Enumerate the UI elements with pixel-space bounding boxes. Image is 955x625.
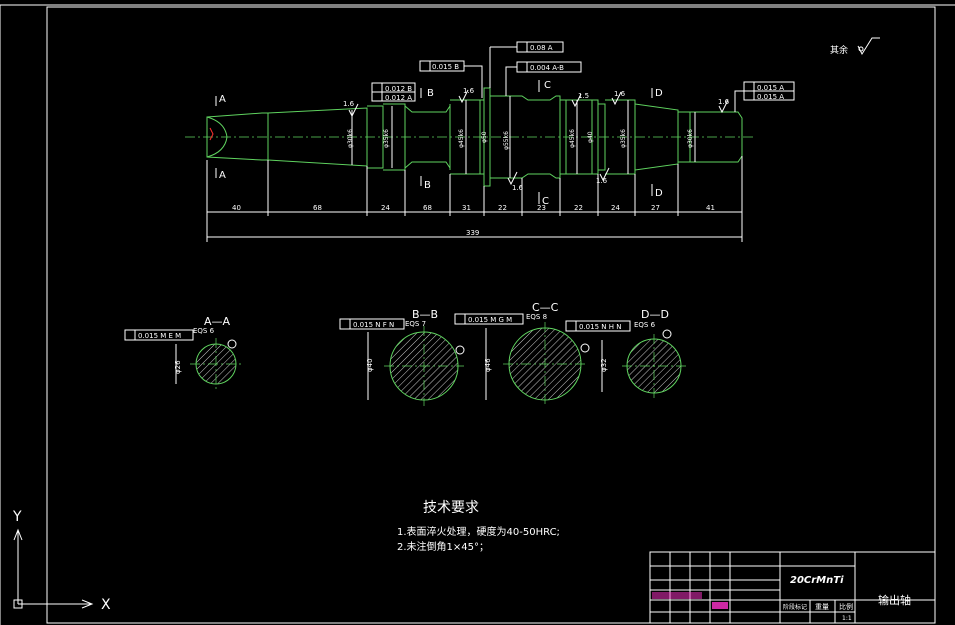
svg-text:φ35k6: φ35k6 bbox=[383, 129, 390, 148]
dimension-lines: 40 68 24 68 31 22 23 22 24 27 41 339 bbox=[206, 156, 743, 242]
svg-text:重量: 重量 bbox=[815, 603, 829, 611]
svg-text:φ45k6: φ45k6 bbox=[458, 129, 465, 148]
svg-text:φ55k6: φ55k6 bbox=[503, 131, 510, 150]
svg-text:1.6: 1.6 bbox=[596, 177, 608, 185]
shaft-main-view: A A B B C C D D φ30k6 φ35k6 φ45k6 φ50 φ5… bbox=[185, 41, 795, 242]
svg-text:22: 22 bbox=[574, 204, 583, 212]
section-mark-a-top: A bbox=[219, 94, 226, 105]
svg-text:27: 27 bbox=[651, 204, 660, 212]
tol-t3: 0.012 B bbox=[385, 85, 412, 93]
svg-text:24: 24 bbox=[381, 204, 390, 212]
svg-text:1:1: 1:1 bbox=[842, 615, 852, 622]
svg-text:0.015 N H N: 0.015 N H N bbox=[579, 323, 621, 331]
section-mark-d-bottom: D bbox=[655, 188, 663, 199]
roughness-note: 其余 bbox=[830, 37, 880, 56]
svg-text:1.6: 1.6 bbox=[512, 184, 524, 192]
svg-text:1.6: 1.6 bbox=[614, 90, 626, 98]
section-b-b: B—B 0.015 N F N EQS 7 φ40 bbox=[339, 308, 465, 406]
svg-text:φ30k6: φ30k6 bbox=[687, 129, 694, 148]
section-b-title: B—B bbox=[412, 308, 438, 321]
svg-text:φ40: φ40 bbox=[587, 131, 594, 143]
ucs-axis-icon: Y X bbox=[12, 509, 111, 613]
svg-text:φ46: φ46 bbox=[484, 358, 492, 372]
part-name: 输出轴 bbox=[878, 593, 911, 607]
svg-text:0.012 A: 0.012 A bbox=[385, 94, 412, 102]
svg-text:φ45k6: φ45k6 bbox=[569, 129, 576, 148]
svg-text:40: 40 bbox=[232, 204, 241, 212]
ucs-y-label: Y bbox=[12, 509, 22, 525]
technical-requirements: 技术要求 1.表面淬火处理，硬度为40-50HRC; 2.未注倒角1×45°； bbox=[397, 500, 560, 553]
requirement-2: 2.未注倒角1×45°； bbox=[397, 540, 489, 553]
svg-text:0.015 N F N: 0.015 N F N bbox=[353, 321, 394, 329]
tol-t1: 0.015 B bbox=[432, 63, 459, 71]
section-mark-b-top: B bbox=[427, 88, 434, 99]
svg-text:31: 31 bbox=[462, 204, 471, 212]
section-d-d: D—D 0.015 N H N EQS 6 φ32 bbox=[565, 308, 686, 398]
section-mark-b-bottom: B bbox=[424, 180, 431, 191]
section-mark-a-bottom: A bbox=[219, 170, 226, 181]
title-block: 20CrMnTi 输出轴 阶段标记 重量 比例 1:1 bbox=[649, 551, 936, 624]
svg-text:1.6: 1.6 bbox=[463, 87, 475, 95]
svg-text:EQS 6: EQS 6 bbox=[193, 327, 215, 335]
svg-text:阶段标记: 阶段标记 bbox=[783, 603, 807, 611]
requirements-title: 技术要求 bbox=[423, 500, 479, 516]
section-a-title: A—A bbox=[204, 315, 231, 328]
material-label: 20CrMnTi bbox=[790, 575, 844, 586]
svg-text:φ50: φ50 bbox=[481, 131, 488, 143]
svg-text:22: 22 bbox=[498, 204, 507, 212]
overall-length: 339 bbox=[466, 229, 479, 237]
svg-text:比例: 比例 bbox=[839, 602, 853, 611]
tol-t2: 0.004 A-B bbox=[530, 64, 564, 72]
svg-text:41: 41 bbox=[706, 204, 715, 212]
tol-top: 0.08 A bbox=[530, 44, 553, 52]
tolerance-frames: 0.08 A 0.015 B 0.004 A-B 0.012 B 0.012 A… bbox=[371, 41, 795, 112]
svg-text:EQS 6: EQS 6 bbox=[634, 321, 656, 329]
roughness-symbols: 1.6 1.6 1.6 1.5 1.6 1.6 1.6 bbox=[343, 87, 730, 192]
svg-text:φ32: φ32 bbox=[600, 358, 608, 372]
svg-text:φ35k6: φ35k6 bbox=[620, 129, 627, 148]
svg-text:EQS 8: EQS 8 bbox=[526, 313, 547, 321]
center-hole-mark bbox=[209, 127, 214, 141]
ucs-x-label: X bbox=[101, 597, 111, 613]
svg-text:1.6: 1.6 bbox=[343, 100, 355, 108]
svg-text:23: 23 bbox=[537, 204, 546, 212]
diameter-labels: φ30k6 φ35k6 φ45k6 φ50 φ55k6 φ45k6 φ40 φ3… bbox=[347, 96, 696, 178]
svg-text:φ26: φ26 bbox=[174, 360, 182, 374]
roughness-label: 其余 bbox=[830, 44, 848, 56]
svg-text:0.015 A: 0.015 A bbox=[757, 93, 784, 101]
svg-text:68: 68 bbox=[423, 204, 432, 212]
tol-t5: 0.015 A bbox=[757, 84, 784, 92]
section-c-title: C—C bbox=[532, 301, 559, 314]
svg-text:68: 68 bbox=[313, 204, 322, 212]
svg-text:1.5: 1.5 bbox=[578, 92, 589, 100]
section-a-a: A—A 0.015 M E M EQS 6 φ26 bbox=[124, 315, 244, 392]
section-markers: A A B B C C D D bbox=[215, 80, 663, 207]
section-mark-c-bottom: C bbox=[542, 196, 549, 207]
section-c-c: C—C 0.015 M G M EQS 8 φ46 bbox=[454, 301, 590, 406]
requirement-1: 1.表面淬火处理，硬度为40-50HRC; bbox=[397, 525, 560, 538]
svg-text:0.015 M E M: 0.015 M E M bbox=[138, 332, 181, 340]
drawing-frame bbox=[0, 4, 955, 625]
svg-text:φ30k6: φ30k6 bbox=[347, 129, 354, 148]
section-d-title: D—D bbox=[641, 308, 669, 321]
svg-text:1.6: 1.6 bbox=[718, 98, 730, 106]
svg-text:0.015 M G M: 0.015 M G M bbox=[468, 316, 512, 324]
svg-text:φ40: φ40 bbox=[366, 358, 374, 372]
section-mark-c-top: C bbox=[544, 80, 551, 91]
svg-text:24: 24 bbox=[611, 204, 620, 212]
section-mark-d-top: D bbox=[655, 88, 663, 99]
svg-text:EQS 7: EQS 7 bbox=[405, 320, 426, 328]
